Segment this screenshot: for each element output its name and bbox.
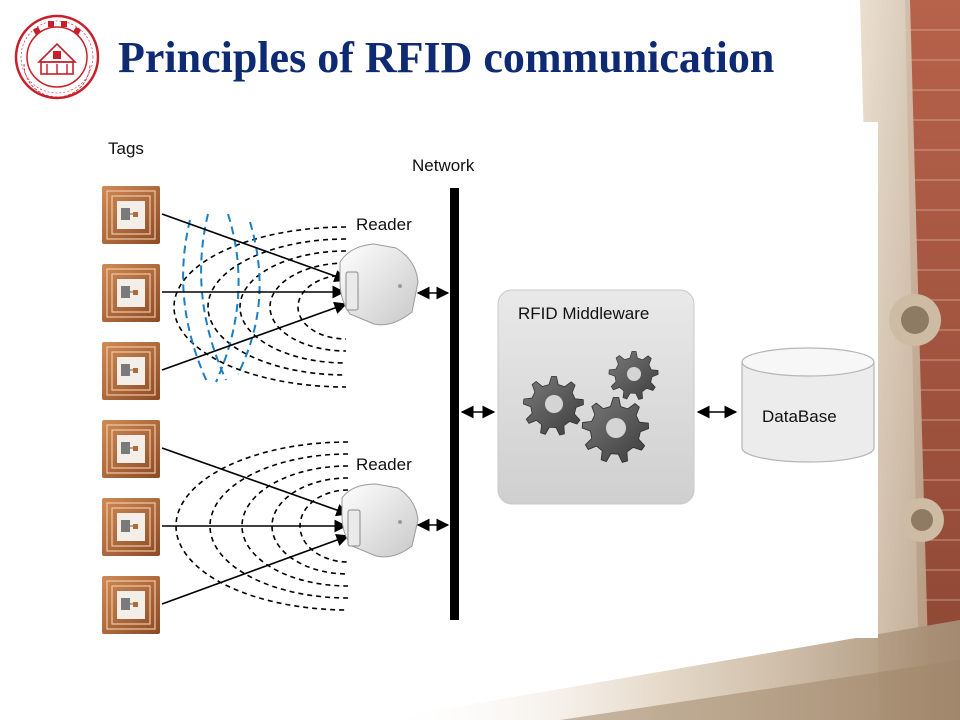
- rfid-tag-icon: [101, 419, 161, 479]
- tag-signal-arrows-upper: [161, 213, 348, 371]
- network-label: Network: [412, 156, 475, 175]
- gear-hubs: [545, 367, 641, 438]
- network-bus: [450, 188, 459, 620]
- middleware-box: [497, 289, 695, 505]
- rfid-tag-icon: [101, 185, 161, 245]
- reader-label-lower: Reader: [356, 455, 412, 474]
- rfid-reader-icon: [339, 243, 419, 326]
- rfid-diagram: Tags Network Reader Reader RFID Middlewa…: [78, 122, 878, 638]
- database-cylinder-icon: [741, 347, 875, 463]
- tag-signal-arrows-lower: [161, 447, 350, 605]
- reader-network-links: [416, 286, 738, 532]
- reader-label-upper: Reader: [356, 215, 412, 234]
- page-title: Principles of RFID communication: [118, 33, 775, 82]
- tag-response-waves: [182, 213, 261, 385]
- rfid-tag-icon: [101, 575, 161, 635]
- rfid-tag-icon: [101, 341, 161, 401]
- rfid-tag-icon: [101, 497, 161, 557]
- tags-label: Tags: [108, 139, 144, 158]
- reader-field-upper: [173, 226, 347, 388]
- middleware-label: RFID Middleware: [518, 304, 650, 323]
- database-label: DataBase: [762, 407, 837, 426]
- rfid-tag-icon: [101, 263, 161, 323]
- rfid-diagram-drawing: [101, 185, 875, 635]
- university-seal-icon: [14, 14, 100, 100]
- rfid-reader-icon: [341, 483, 419, 558]
